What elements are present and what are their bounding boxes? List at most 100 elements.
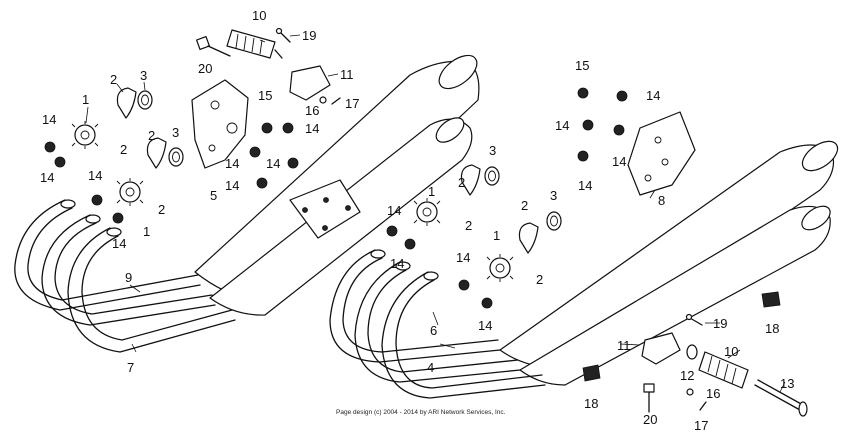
callout-11: 11	[617, 338, 631, 353]
left-pipe-inlet-2	[85, 214, 101, 224]
right-header-pipe-3	[381, 271, 546, 399]
callout-18: 18	[584, 396, 598, 411]
callout-15: 15	[258, 88, 272, 103]
cotter-pin-17-b	[699, 401, 707, 411]
callout-3: 3	[489, 143, 496, 158]
callout-20: 20	[643, 412, 657, 427]
callout-2: 2	[120, 142, 127, 157]
left-header-pipe-2	[41, 214, 216, 326]
callout-1: 1	[82, 92, 89, 107]
center-mount	[289, 179, 361, 239]
gasket-3-c	[484, 166, 500, 186]
left-muffler-upper-tip	[438, 54, 478, 90]
left-header-pipe-3	[67, 227, 236, 353]
callout-10: 10	[724, 344, 738, 359]
callout-2: 2	[521, 198, 528, 213]
nut-14-c	[91, 194, 103, 206]
footrest-10-a	[226, 29, 283, 59]
gasket-3-b	[168, 147, 184, 167]
flange-1-b	[116, 178, 144, 206]
callout-14: 14	[555, 118, 569, 133]
callout-14: 14	[305, 121, 319, 136]
right-muffler-upper	[499, 144, 835, 369]
callout-12: 12	[680, 368, 694, 383]
muffler-bracket-8	[627, 111, 696, 196]
clip-18-a	[761, 291, 781, 308]
bolt-19-b	[685, 313, 703, 326]
left-exhaust-assembly	[14, 54, 480, 353]
callout-9: 9	[125, 270, 132, 285]
callout-14: 14	[578, 178, 592, 193]
small-parts	[44, 27, 808, 417]
callout-14: 14	[387, 203, 401, 218]
callout-1: 1	[493, 228, 500, 243]
muffler-bracket-5	[191, 79, 249, 169]
collar-2-c	[460, 164, 481, 196]
callout-16: 16	[706, 386, 720, 401]
nut-14-e	[249, 146, 261, 158]
callout-6: 6	[430, 323, 437, 338]
left-muffler-lower-tip	[435, 117, 465, 143]
pivot-pin-13	[754, 379, 808, 417]
callout-18: 18	[765, 321, 779, 336]
left-header-pipe-1	[14, 199, 201, 311]
nut-15-a	[261, 122, 273, 134]
flange-1-c	[413, 198, 441, 226]
step-holder-11-a	[289, 65, 331, 101]
collar-2-b	[146, 137, 167, 169]
leader-lines	[85, 34, 786, 393]
callout-14: 14	[225, 178, 239, 193]
callout-2: 2	[465, 218, 472, 233]
nut-14-l	[481, 297, 493, 309]
callout-1: 1	[428, 184, 435, 199]
right-exhaust-assembly	[329, 111, 839, 399]
right-muffler-lower	[519, 205, 831, 386]
nut-14-h	[282, 122, 294, 134]
washer-16-b	[686, 388, 694, 396]
callout-3: 3	[140, 68, 147, 83]
callout-14: 14	[112, 236, 126, 251]
right-pipe-inlet-2	[395, 261, 411, 271]
nut-14-j	[404, 238, 416, 250]
left-pipe-inlet-1	[60, 199, 76, 209]
washer-12	[686, 344, 698, 360]
callout-7: 7	[127, 360, 134, 375]
callout-17: 17	[345, 96, 359, 111]
gasket-3-d	[546, 211, 562, 231]
nut-14-n	[582, 119, 594, 131]
right-pipe-inlet-1	[370, 249, 386, 259]
bolt-19-a	[275, 27, 291, 43]
callout-3: 3	[172, 125, 179, 140]
nut-14-d	[112, 212, 124, 224]
collar-2-d	[518, 222, 539, 254]
right-muffler-lower-tip	[801, 205, 831, 231]
callout-2: 2	[148, 128, 155, 143]
callout-8: 8	[658, 193, 665, 208]
callout-14: 14	[646, 88, 660, 103]
gasket-3-a	[137, 90, 153, 110]
nut-14-m	[616, 90, 628, 102]
nut-14-f	[256, 177, 268, 189]
nut-14-a	[44, 141, 56, 153]
callout-14: 14	[266, 156, 280, 171]
nut-14-o	[613, 124, 625, 136]
right-header-pipe-2	[354, 261, 521, 383]
cotter-pin-17-a	[331, 97, 341, 105]
callout-16: 16	[305, 103, 319, 118]
copyright-notice: Page design (c) 2004 - 2014 by ARI Netwo…	[336, 409, 506, 416]
bolt-20-b	[643, 383, 655, 413]
callout-19: 19	[302, 28, 316, 43]
flange-1-a	[71, 121, 99, 149]
collar-2-a	[116, 87, 137, 119]
clip-18-b	[582, 364, 601, 382]
callout-3: 3	[550, 188, 557, 203]
left-pipe-inlet-3	[106, 227, 122, 237]
callout-14: 14	[456, 250, 470, 265]
callout-labels: 1 1 1 1 2 2 2 2 2 2 2 2 3 3 3 3 4 5 6 7 …	[40, 8, 794, 433]
nut-14-b	[54, 156, 66, 168]
callout-2: 2	[536, 272, 543, 287]
footrest-10-b	[698, 351, 749, 389]
callout-2: 2	[458, 175, 465, 190]
callout-15: 15	[575, 58, 589, 73]
